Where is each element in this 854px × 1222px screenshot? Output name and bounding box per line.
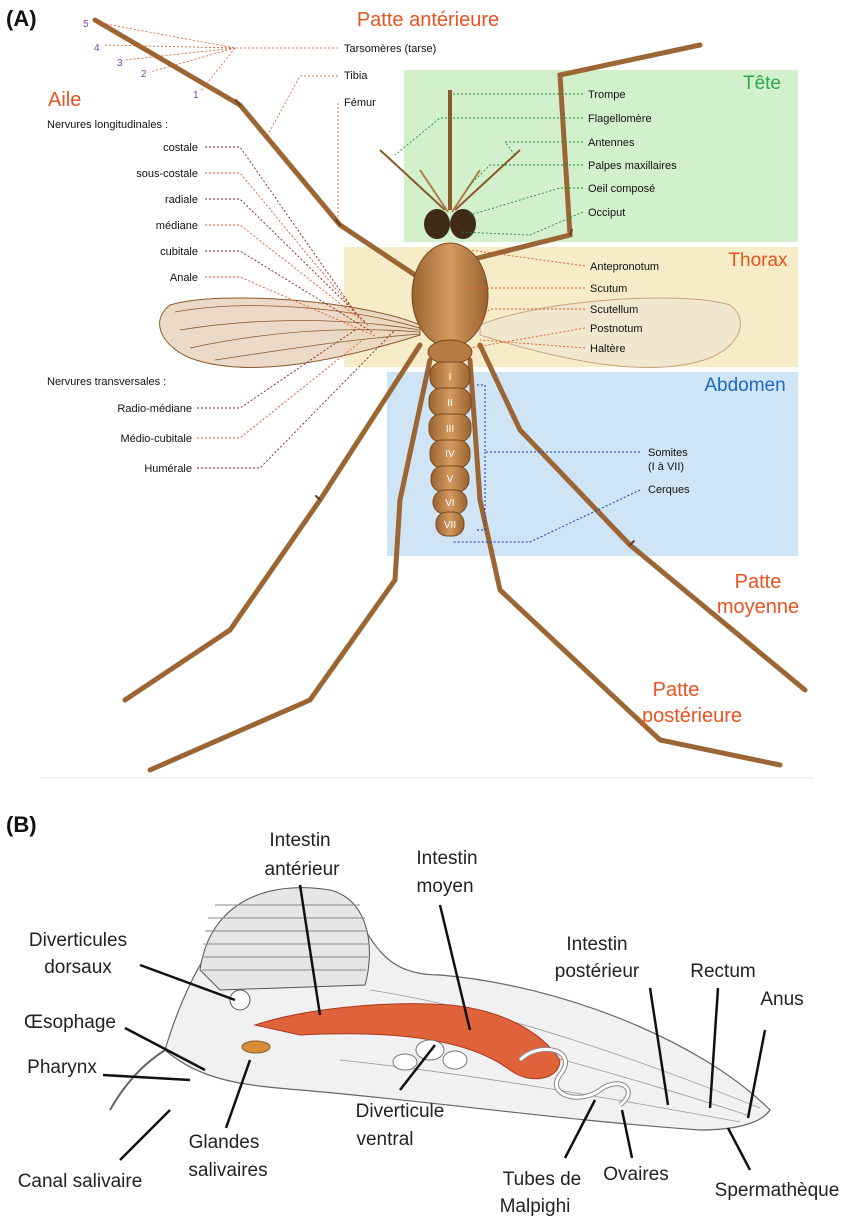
leg-anterieure-title: Patte antérieure: [357, 9, 499, 31]
label-tubes-2: Malpighi: [500, 1196, 571, 1217]
tarsomere-4: 4: [94, 43, 100, 54]
panel-a: I II III IV V VI VII Tête Thorax Abdomen…: [40, 9, 814, 778]
label-rectum: Rectum: [690, 961, 755, 982]
label-somites-2: (I à VII): [648, 461, 684, 473]
label-haltere: Haltère: [590, 343, 625, 355]
label-scutellum: Scutellum: [590, 304, 638, 316]
wing-longitudinal-labels: costale sous-costale radiale médiane cub…: [136, 142, 198, 284]
segment-vii: VII: [444, 520, 456, 531]
wing-longitudinal-heading: Nervures longitudinales :: [47, 119, 168, 131]
label-intestin-posterieur-1: Intestin: [566, 934, 627, 955]
label-intestin-moyen-2: moyen: [416, 876, 473, 897]
tarsomere-1: 1: [193, 90, 199, 101]
mid-left-leg: [125, 345, 420, 700]
leg-moyenne-title-1: Patte: [735, 571, 782, 593]
label-glandes-1: Glandes: [189, 1132, 260, 1153]
label-intestin-posterieur-2: postérieur: [555, 961, 640, 982]
label-somites-1: Somites: [648, 447, 688, 459]
label-diverticule-ventral-1: Diverticule: [356, 1101, 445, 1122]
label-tibia: Tibia: [344, 70, 368, 82]
label-oeil: Oeil composé: [588, 183, 655, 195]
label-femur: Fémur: [344, 97, 376, 109]
segment-iv: IV: [445, 449, 455, 460]
segment-v: V: [447, 474, 454, 485]
label-flagellomere: Flagellomère: [588, 113, 652, 125]
label-pharynx: Pharynx: [27, 1057, 97, 1078]
section-abdomen: Abdomen: [704, 375, 785, 396]
label-postnotum: Postnotum: [590, 323, 643, 335]
segment-vi: VI: [445, 498, 454, 509]
vein-humerale: Humérale: [144, 463, 192, 475]
label-antepronotum: Antepronotum: [590, 261, 659, 273]
label-occiput: Occiput: [588, 207, 625, 219]
vein-sous-costale: sous-costale: [136, 168, 198, 180]
vein-mediane: médiane: [156, 220, 198, 232]
segment-i: I: [449, 372, 452, 383]
leg-posterieure-title-1: Patte: [653, 679, 700, 701]
tarsomere-2: 2: [141, 69, 147, 80]
label-tubes-1: Tubes de: [503, 1169, 582, 1190]
label-diverticules-1: Diverticules: [29, 930, 127, 951]
salivary-gland: [242, 1041, 270, 1053]
tarsomere-5: 5: [83, 19, 89, 30]
leg-posterieure-title-2: postérieure: [642, 705, 742, 727]
label-tarsomeres: Tarsomères (tarse): [344, 43, 436, 55]
vein-radiale: radiale: [165, 194, 198, 206]
vein-cubitale: cubitale: [160, 246, 198, 258]
label-palpes: Palpes maxillaires: [588, 160, 677, 172]
segment-ii: II: [447, 398, 453, 409]
vein-anale: Anale: [170, 272, 198, 284]
tarsomere-numbers: 5 4 3 2 1: [83, 19, 199, 101]
label-oesophage: Œsophage: [24, 1012, 116, 1033]
label-diverticules-2: dorsaux: [44, 957, 112, 978]
label-anus: Anus: [760, 989, 803, 1010]
left-eye: [424, 209, 450, 239]
label-cerques: Cerques: [648, 484, 690, 496]
tarsomere-3: 3: [117, 58, 123, 69]
thorax-dome: [200, 888, 369, 990]
wing-transverse-labels: Radio-médiane Médio-cubitale Humérale: [117, 403, 192, 475]
postnotum: [428, 340, 472, 364]
right-eye: [450, 209, 476, 239]
label-canal-salivaire: Canal salivaire: [18, 1171, 143, 1192]
vein-medio-cubitale: Médio-cubitale: [120, 433, 192, 445]
label-antennes: Antennes: [588, 137, 635, 149]
panel-b: Intestin antérieur Intestin moyen Divert…: [18, 830, 840, 1217]
label-intestin-anterieur-1: Intestin: [269, 830, 330, 851]
label-scutum: Scutum: [590, 283, 627, 295]
leg-moyenne-title-2: moyenne: [717, 596, 799, 618]
label-intestin-anterieur-2: antérieur: [265, 859, 341, 880]
wing-transverse-heading: Nervures transversales :: [47, 376, 166, 388]
segment-iii: III: [446, 424, 454, 435]
label-intestin-moyen-1: Intestin: [416, 848, 477, 869]
mouthparts: [110, 1050, 165, 1110]
abdomen-labels: Somites (I à VII) Cerques: [648, 447, 690, 496]
label-trompe: Trompe: [588, 89, 626, 101]
wing-title: Aile: [48, 89, 81, 111]
label-diverticule-ventral-2: ventral: [356, 1129, 413, 1150]
section-thorax: Thorax: [728, 250, 788, 271]
label-ovaires: Ovaires: [603, 1164, 668, 1185]
label-glandes-2: salivaires: [188, 1160, 267, 1181]
vein-radio-mediane: Radio-médiane: [117, 403, 192, 415]
thorax: [412, 243, 488, 347]
vein-costale: costale: [163, 142, 198, 154]
section-tete: Tête: [743, 73, 781, 94]
label-spermatheque: Spermathèque: [715, 1180, 840, 1201]
